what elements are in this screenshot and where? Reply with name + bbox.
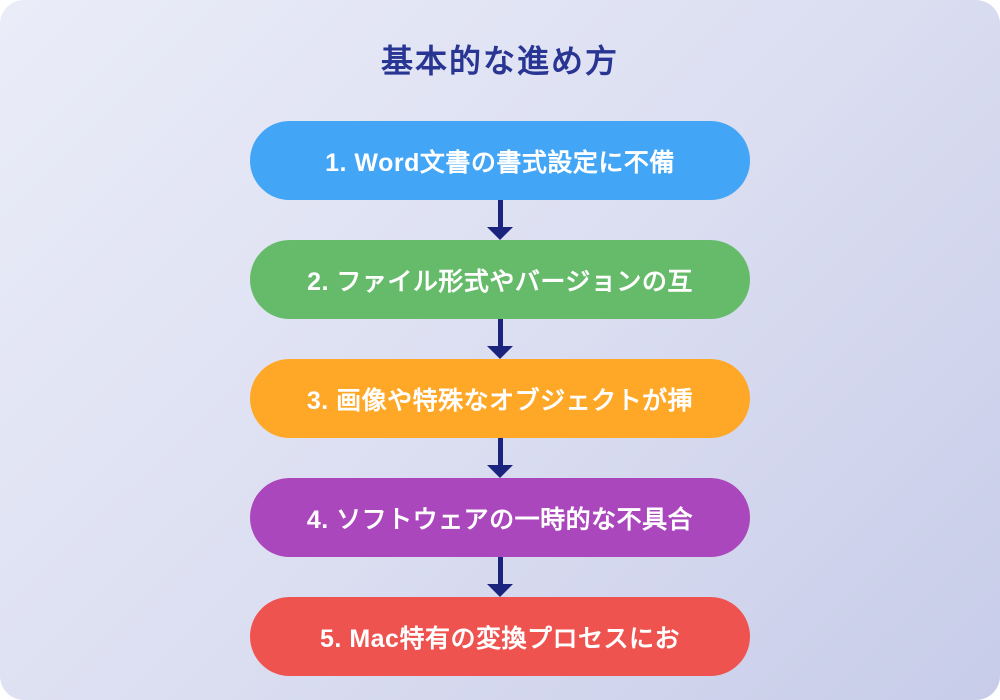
arrow-head [487, 465, 513, 478]
arrow-down-icon [487, 438, 513, 478]
page-title: 基本的な進め方 [380, 43, 619, 79]
arrow-head [487, 227, 513, 240]
arrow-down-icon [487, 200, 513, 240]
flow-node-2: 2. ファイル形式やバージョンの互 [250, 240, 750, 319]
arrow-shaft [497, 200, 503, 227]
arrow-down-icon [487, 319, 513, 359]
flow-node-3: 3. 画像や特殊なオブジェクトが挿 [250, 359, 750, 438]
flow-node-5: 5. Mac特有の変換プロセスにお [250, 597, 750, 676]
arrow-shaft [497, 319, 503, 346]
flowchart: 1. Word文書の書式設定に不備 2. ファイル形式やバージョンの互 3. 画… [250, 121, 750, 676]
arrow-down-icon [487, 557, 513, 597]
arrow-shaft [497, 438, 503, 465]
arrow-shaft [497, 557, 503, 584]
flow-node-4: 4. ソフトウェアの一時的な不具合 [250, 478, 750, 557]
flow-node-1: 1. Word文書の書式設定に不備 [250, 121, 750, 200]
arrow-head [487, 346, 513, 359]
arrow-head [487, 584, 513, 597]
